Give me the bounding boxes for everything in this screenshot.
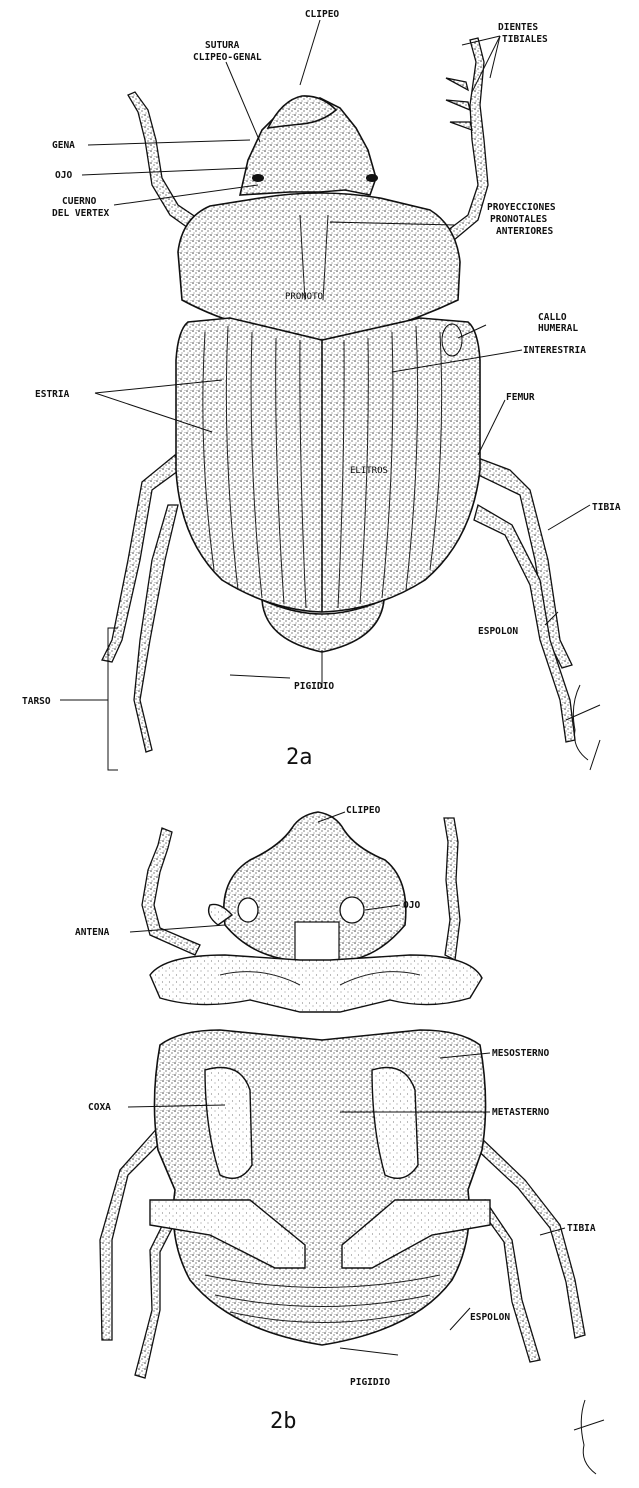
label-tarso: TARSO: [22, 696, 51, 707]
mid-leg-right-b: [472, 1135, 585, 1338]
front-leg-right-b: [444, 818, 460, 960]
label-gena: GENA: [52, 140, 75, 151]
label-sutura-line1: SUTURA: [205, 40, 240, 51]
label-clipeo-a: CLIPEO: [305, 9, 340, 20]
label-pronoto: PRONOTO: [285, 292, 323, 302]
label-proyecciones-line1: PROYECCIONES: [487, 202, 556, 213]
caption-2b: 2b: [270, 1409, 297, 1434]
ventral-body: [154, 1030, 485, 1345]
label-metasterno: METASTERNO: [492, 1107, 549, 1118]
front-leg-left-b: [142, 828, 200, 955]
hind-leg-right: [474, 505, 575, 742]
label-coxa: COXA: [88, 1102, 111, 1113]
eye-ventral-left: [238, 898, 258, 922]
label-mesosterno: MESOSTERNO: [492, 1048, 549, 1059]
label-cuerno-line2: DEL VERTEX: [52, 208, 109, 219]
label-callo-line1: CALLO: [538, 312, 567, 323]
artist-signature-b: [574, 1400, 604, 1474]
label-antena: ANTENA: [75, 927, 110, 938]
label-proyecciones-line3: ANTERIORES: [496, 226, 553, 237]
front-leg-right: [435, 38, 488, 250]
label-espolon-b: ESPOLON: [470, 1312, 510, 1323]
eye-ventral-right: [340, 897, 364, 923]
ventral-view-drawing: [100, 812, 585, 1378]
label-espolon-a: ESPOLON: [478, 626, 518, 637]
label-ojo-b: OJO: [403, 900, 420, 911]
tibial-teeth: [446, 78, 472, 130]
label-dientes-line2: TIBIALES: [502, 34, 548, 45]
label-proyecciones-line2: PRONOTALES: [490, 214, 547, 225]
elytra: [176, 318, 480, 612]
label-pigidio-a: PIGIDIO: [294, 681, 334, 692]
label-cuerno-line1: CUERNO: [62, 196, 97, 207]
label-elitros: ELITROS: [350, 466, 388, 476]
eye-left: [252, 174, 264, 182]
label-tibia-a: TIBIA: [592, 502, 621, 513]
label-interestria: INTERESTRIA: [523, 345, 586, 356]
label-tibia-b: TIBIA: [567, 1223, 596, 1234]
label-dientes-line1: DIENTES: [498, 22, 538, 33]
prothorax: [150, 955, 482, 1012]
label-sutura-line2: CLIPEO-GENAL: [193, 52, 262, 63]
label-pigidio-b: PIGIDIO: [350, 1377, 390, 1388]
label-ojo-a: OJO: [55, 170, 72, 181]
dorsal-view-drawing: [102, 38, 575, 752]
label-estria: ESTRIA: [35, 389, 70, 400]
label-callo-line2: HUMERAL: [538, 323, 578, 334]
caption-2a: 2a: [286, 745, 313, 770]
label-femur: FEMUR: [506, 392, 535, 403]
eye-right: [366, 174, 378, 182]
label-clipeo-b: CLIPEO: [346, 805, 381, 816]
